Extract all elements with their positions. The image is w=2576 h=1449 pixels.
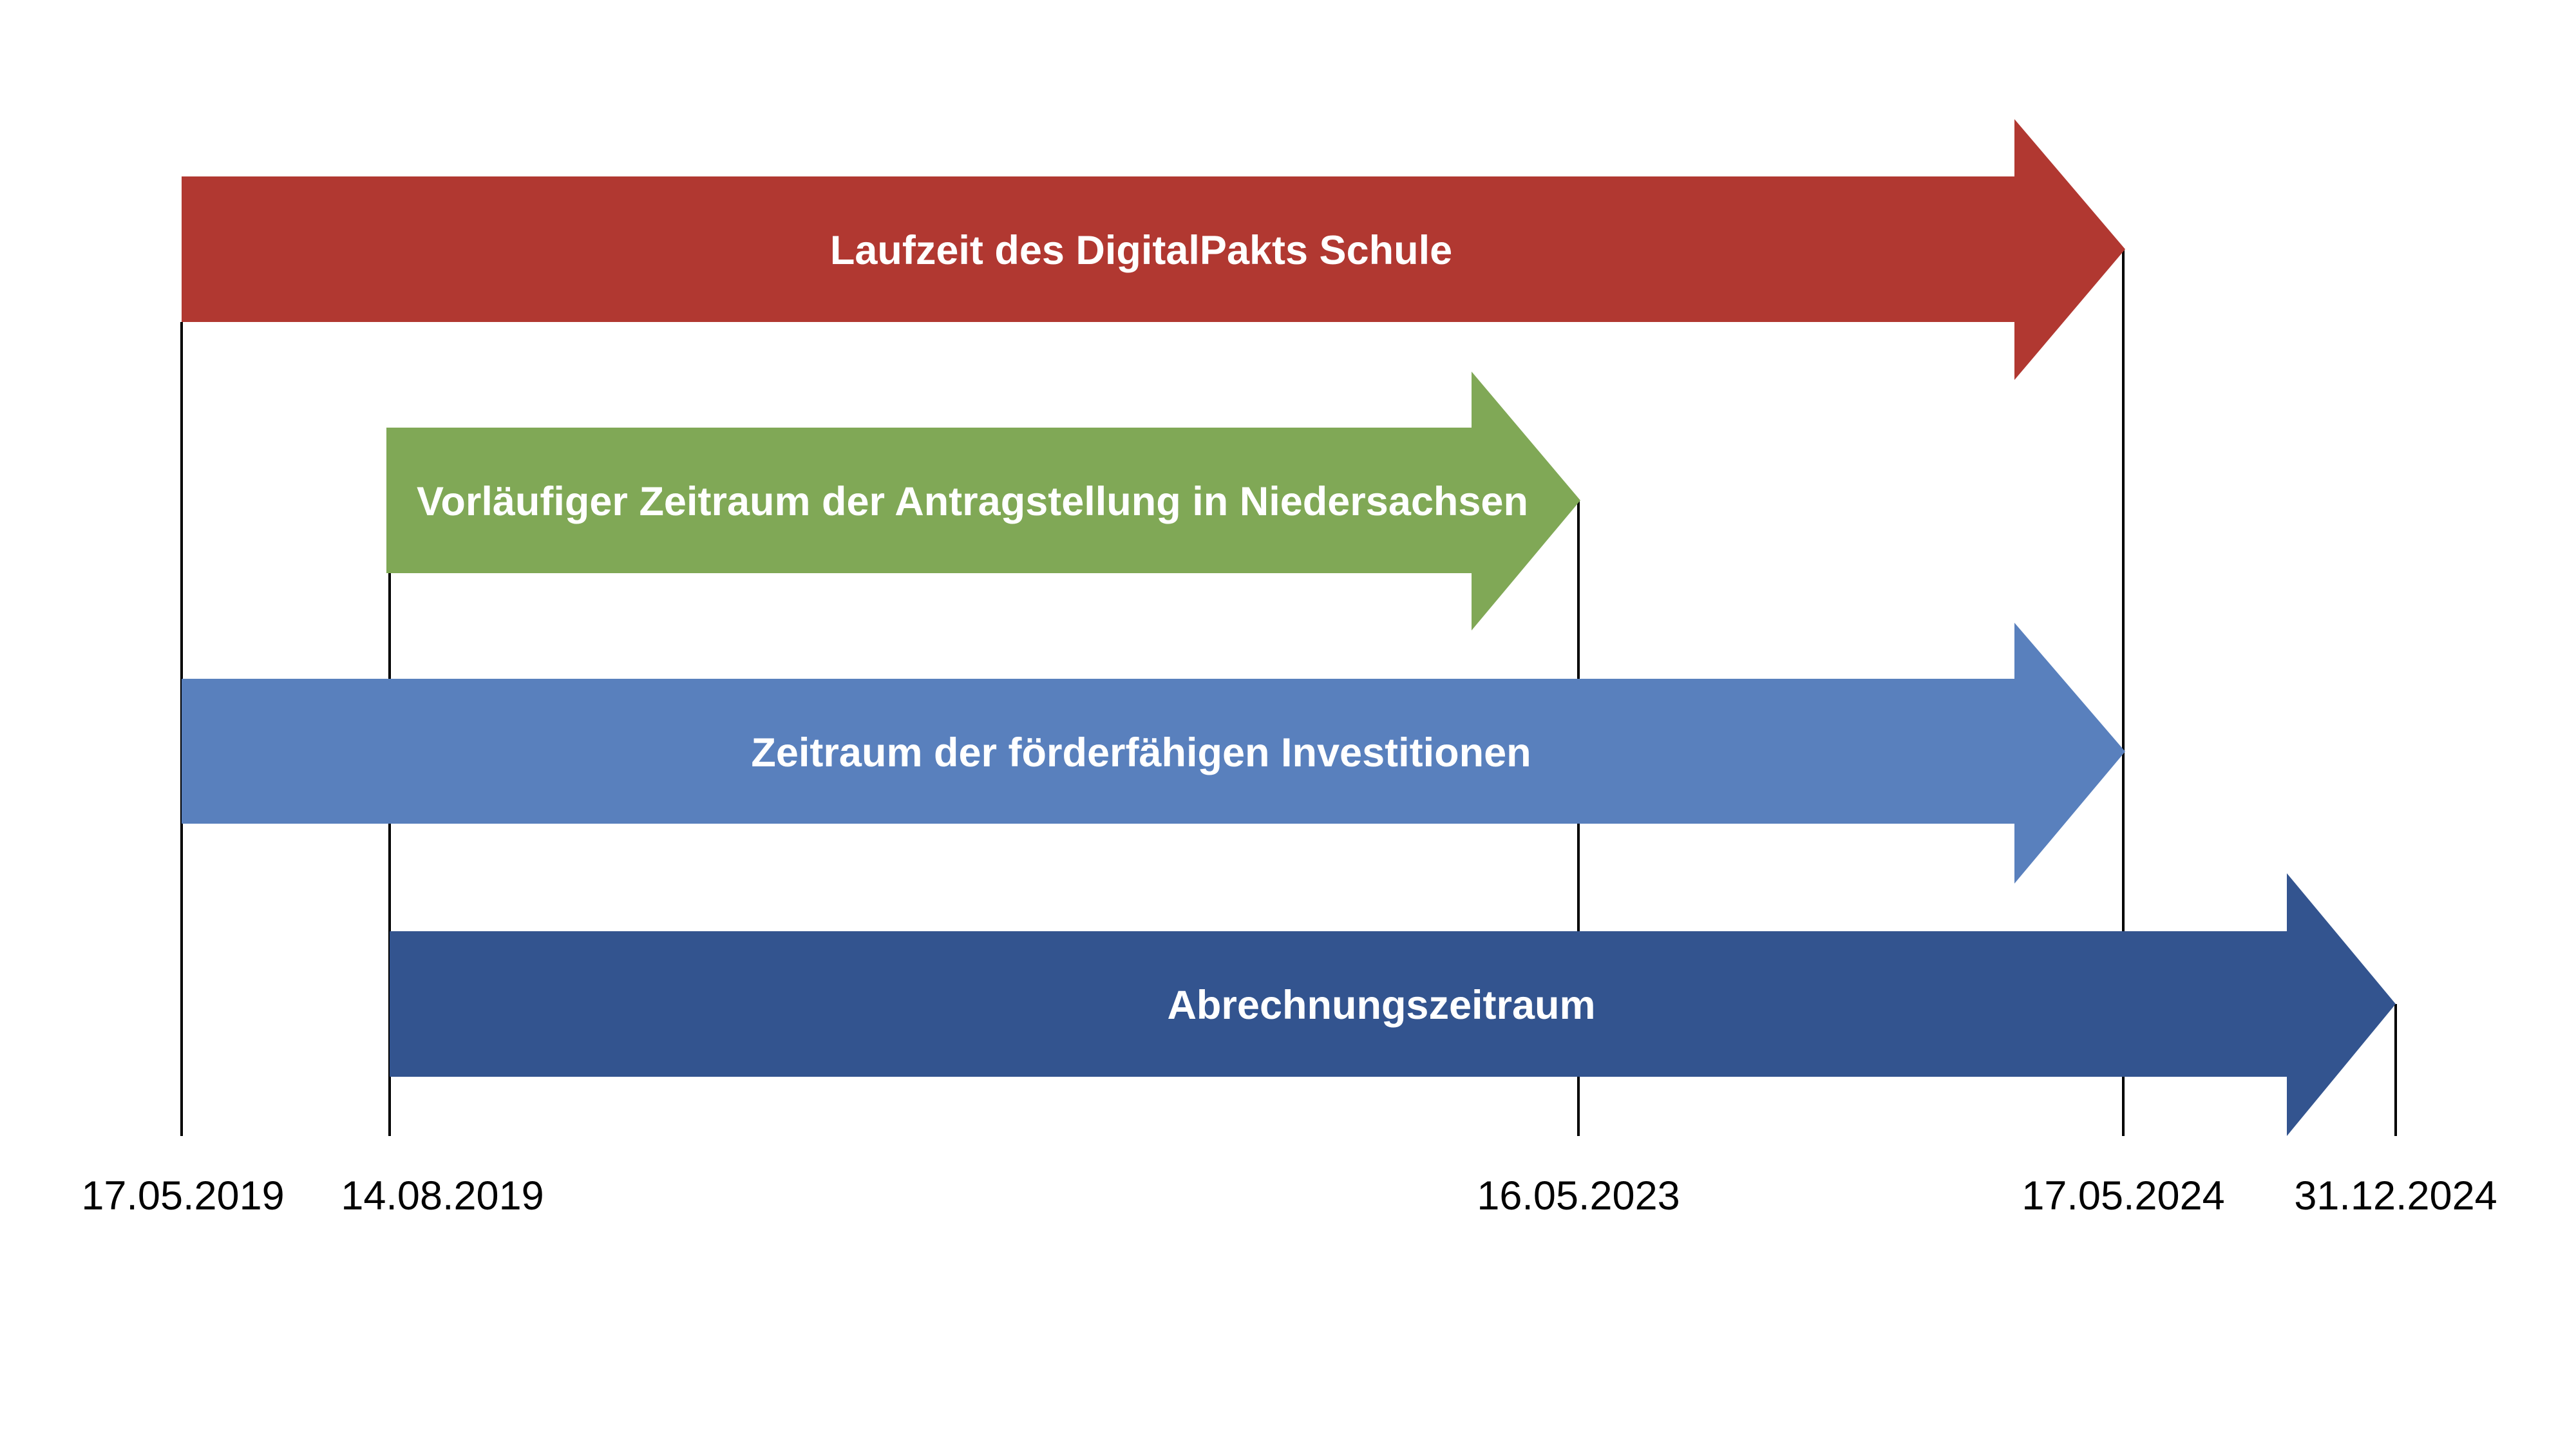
arrow-antragstellung bbox=[386, 372, 1580, 630]
date-label: 17.05.2024 bbox=[2022, 1173, 2224, 1218]
date-label: 17.05.2019 bbox=[81, 1173, 284, 1218]
arrow-abrechnung bbox=[390, 873, 2396, 1136]
date-label: 16.05.2023 bbox=[1477, 1173, 1680, 1218]
date-label: 14.08.2019 bbox=[341, 1173, 544, 1218]
arrow-label-abrechnung: Abrechnungszeitraum bbox=[1167, 983, 1595, 1028]
arrow-label-antragstellung: Vorläufiger Zeitraum der Antragstellung … bbox=[417, 479, 1528, 524]
arrow-laufzeit bbox=[182, 119, 2125, 380]
arrow-label-investitionen: Zeitraum der förderfähigen Investitionen bbox=[751, 730, 1531, 775]
arrow-label-laufzeit: Laufzeit des DigitalPakts Schule bbox=[830, 228, 1452, 273]
arrow-investitionen bbox=[182, 623, 2125, 884]
date-label: 31.12.2024 bbox=[2294, 1173, 2497, 1218]
